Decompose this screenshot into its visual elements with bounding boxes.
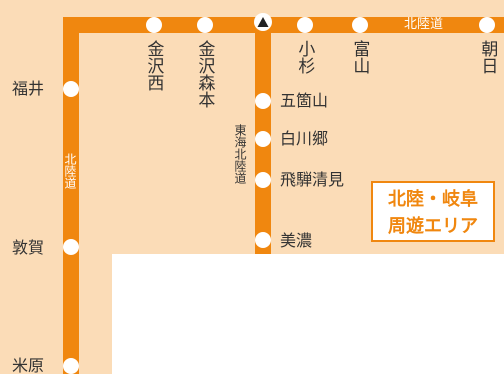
- station-label-toyama: 富山: [349, 40, 370, 74]
- station-label-kanazawa-nishi: 金沢西: [143, 40, 164, 91]
- north-triangle-icon: [257, 17, 269, 27]
- station-dot-kanazawa-nishi: [146, 17, 162, 33]
- station-dot-hida-kiyomi: [255, 172, 271, 188]
- area-badge-line1: 北陸・岐阜: [388, 189, 478, 210]
- station-dot-gokayama: [255, 93, 271, 109]
- station-label-mino: 美濃: [280, 231, 313, 250]
- area-badge-line2: 周遊エリア: [388, 216, 478, 237]
- station-label-gokayama: 五箇山: [280, 91, 329, 110]
- station-dot-kanazawa-morimoto: [197, 17, 213, 33]
- area-background-left: [0, 254, 112, 374]
- station-label-maibara: 米原: [12, 356, 45, 374]
- station-dot-asahi: [479, 17, 495, 33]
- junction-marker: [254, 13, 272, 31]
- station-label-fukui: 福井: [12, 79, 45, 98]
- station-dot-mino: [255, 232, 271, 248]
- station-label-shirakawago: 白川郷: [280, 129, 329, 148]
- hokuriku-line-left: [63, 17, 79, 374]
- area-badge: 北陸・岐阜 周遊エリア: [371, 181, 495, 242]
- hokuriku-line-label-left: 北陸道: [63, 153, 77, 189]
- station-label-asahi: 朝日: [477, 40, 498, 74]
- station-dot-tsuruga: [63, 239, 79, 255]
- station-label-komatsu-sugi: 小杉: [294, 40, 315, 74]
- station-label-tsuruga: 敦賀: [12, 238, 45, 257]
- hokuriku-line-label-top: 北陸道: [404, 17, 444, 32]
- station-dot-maibara: [63, 358, 79, 374]
- station-dot-toyama: [352, 17, 368, 33]
- station-dot-shirakawago: [255, 131, 271, 147]
- station-dot-fukui: [63, 81, 79, 97]
- tokai-hokuriku-line-label: 東海北陸道: [233, 124, 247, 184]
- station-label-hida-kiyomi: 飛騨清見: [280, 170, 345, 189]
- station-label-kanazawa-morimoto: 金沢森本: [194, 40, 215, 108]
- station-dot-komatsu-sugi: [297, 17, 313, 33]
- hokuriku-line-top: [63, 17, 504, 33]
